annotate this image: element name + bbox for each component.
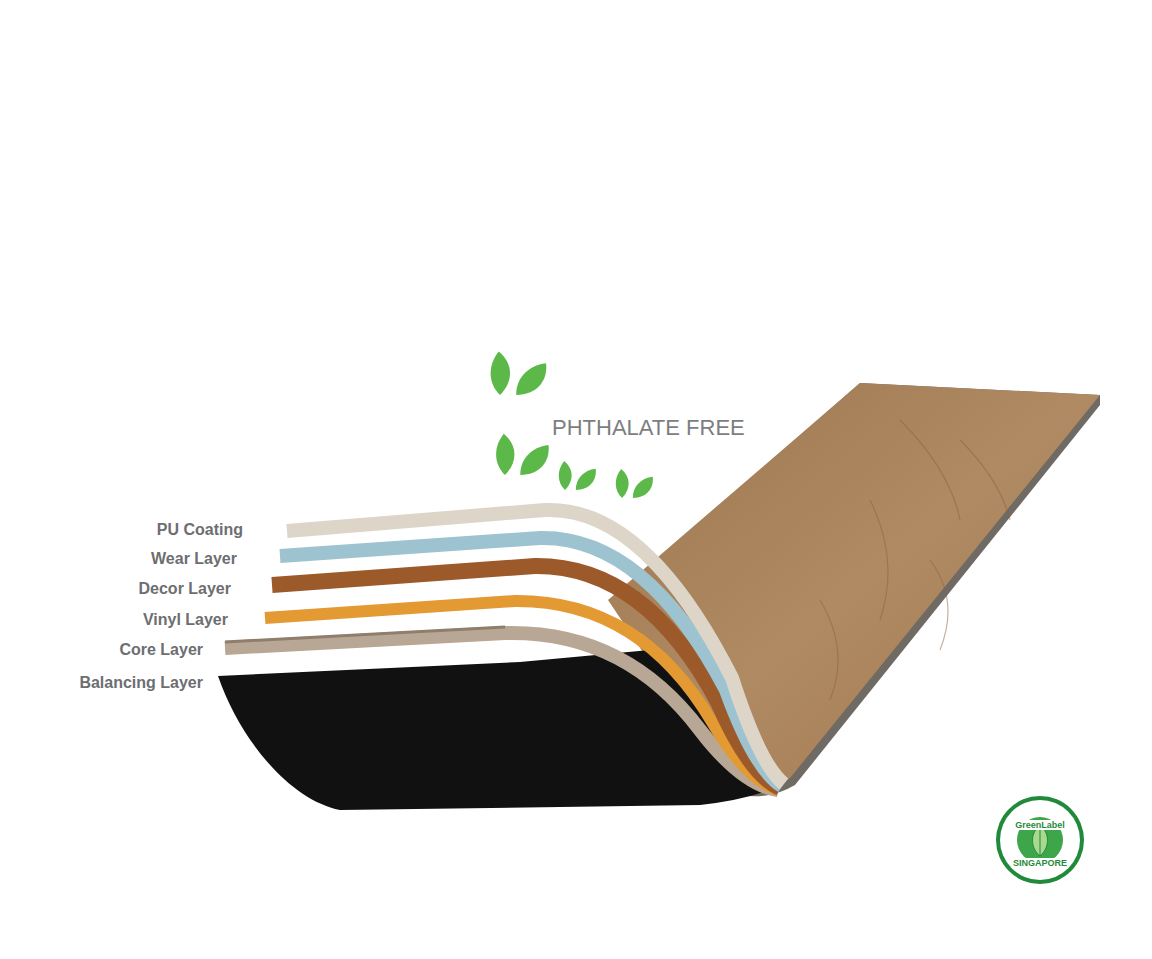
wear-layer — [280, 538, 782, 786]
layer-label: Balancing Layer — [79, 674, 203, 692]
layer-label: Vinyl Layer — [143, 611, 228, 629]
layer-label: Core Layer — [119, 641, 203, 659]
layer-label: Decor Layer — [139, 580, 232, 598]
core-layer-edge — [225, 627, 505, 642]
feature-text: PHTHALATE FREE — [552, 415, 745, 440]
decor-layer — [272, 566, 780, 788]
pu-coating — [287, 510, 784, 784]
logo-text: SINGAPORE — [1012, 858, 1068, 868]
layer-label: PU Coating — [157, 521, 243, 539]
logo-text: GreenLabel — [1014, 820, 1066, 830]
layer-label: Wear Layer — [151, 550, 237, 568]
greenlabel-logo — [996, 796, 1084, 884]
